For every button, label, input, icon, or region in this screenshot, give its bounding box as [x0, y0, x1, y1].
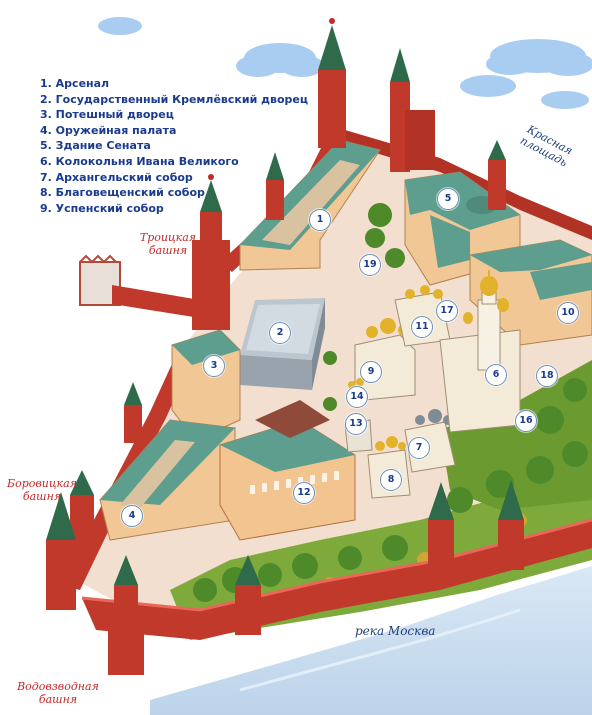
label-line: башня	[38, 693, 78, 706]
legend-list: 1. Арсенал 2. Государственный Кремлёвски…	[40, 76, 308, 216]
label-line: Боровицкая	[7, 477, 77, 490]
grand-kremlin-palace	[219, 400, 356, 541]
borovitskaya-tower-label: Боровицкая башня	[3, 477, 81, 503]
river-moskva	[150, 566, 592, 715]
kutafya-tower	[79, 254, 200, 318]
legend-item: 8. Благовещенский собор	[40, 186, 205, 200]
vodovzvodnaya-tower-label: Водовзводная башня	[8, 680, 108, 706]
marker-19[interactable]: 19	[359, 254, 381, 276]
marker-10[interactable]: 10	[557, 302, 579, 324]
cloud-decoration	[98, 17, 592, 109]
marker-16[interactable]: 16	[515, 410, 537, 432]
label-line: башня	[148, 244, 188, 257]
marker-8[interactable]: 8	[380, 469, 402, 491]
marker-12[interactable]: 12	[293, 482, 315, 504]
legend-item: 5. Здание Сената	[40, 139, 151, 153]
legend-item: 7. Архангельский собор	[40, 170, 193, 184]
marker-13[interactable]: 13	[345, 413, 367, 435]
marker-11[interactable]: 11	[411, 316, 433, 338]
marker-18[interactable]: 18	[536, 365, 558, 387]
marker-9[interactable]: 9	[360, 361, 382, 383]
river-label: река Москва	[355, 624, 436, 638]
towers	[46, 18, 524, 675]
marker-1[interactable]: 1	[309, 209, 331, 231]
label-line: башня	[22, 490, 62, 503]
marker-17[interactable]: 17	[436, 300, 458, 322]
legend-item: 3. Потешный дворец	[40, 108, 174, 122]
ivan-the-great-bell-tower	[439, 270, 521, 433]
troitskaya-tower-label: Троицкая башня	[133, 231, 203, 257]
marker-3[interactable]: 3	[203, 355, 225, 377]
marker-14[interactable]: 14	[346, 386, 368, 408]
marker-2[interactable]: 2	[269, 322, 291, 344]
state-kremlin-palace	[240, 298, 325, 390]
legend-item: 4. Оружейная палата	[40, 123, 177, 137]
marker-6[interactable]: 6	[485, 364, 507, 386]
legend-item: 1. Арсенал	[40, 77, 110, 90]
label-line: Троицкая	[139, 231, 197, 244]
armoury-building	[99, 419, 236, 541]
label-line: Водовзводная	[17, 680, 99, 693]
arsenal-building	[239, 139, 381, 271]
legend-item: 6. Колокольня Ивана Великого	[40, 154, 239, 168]
marker-5[interactable]: 5	[437, 188, 459, 210]
legend-item: 2. Государственный Кремлёвский дворец	[40, 92, 309, 106]
marker-4[interactable]: 4	[121, 505, 143, 527]
marker-7[interactable]: 7	[408, 437, 430, 459]
legend-item: 9. Успенский собор	[40, 201, 164, 215]
